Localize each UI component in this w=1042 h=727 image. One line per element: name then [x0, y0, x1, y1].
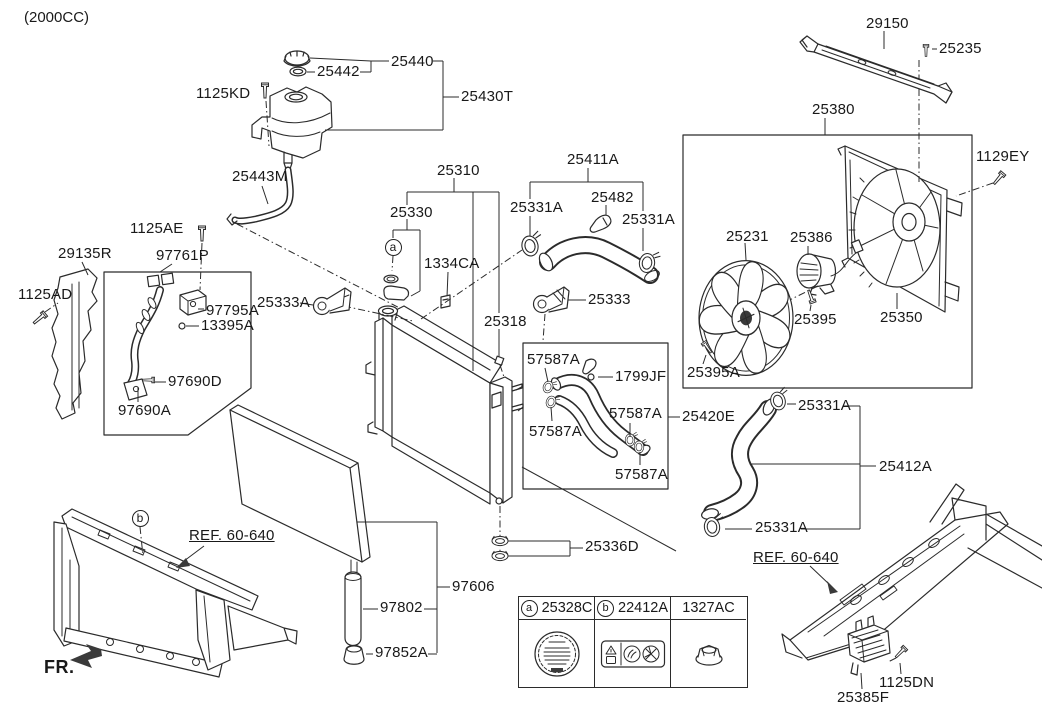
part-label-1125ad-12: 1125AD — [18, 286, 73, 303]
condenser-drawing — [229, 404, 450, 665]
legend-part-number: 1327AC — [682, 600, 735, 616]
part-label-25385f-48: 25385F — [837, 689, 890, 706]
legend-cell-cap-label — [519, 620, 594, 687]
part-label-25411a-22: 25411A — [567, 151, 619, 168]
legend-header-22412a: b 22412A — [595, 597, 670, 620]
callout-b-legend: b — [597, 599, 614, 617]
part-label-fr-49: FR. — [44, 657, 75, 677]
bracket-25333a-drawing — [299, 287, 352, 316]
part-label-57587a-35: 57587A — [609, 405, 662, 422]
callout-b-diagram: b — [131, 509, 149, 527]
part-label-25310-17: 25310 — [437, 162, 480, 179]
part-label-29150-5: 29150 — [866, 15, 909, 32]
part-label-25231-27: 25231 — [726, 228, 769, 245]
upper-hose-drawing — [518, 168, 662, 284]
legend-col-22412a: b 22412A — [594, 597, 670, 687]
legend-part-number: 22412A — [618, 600, 668, 616]
part-label-13395a-14: 13395A — [201, 317, 254, 334]
legend-col-25328c: a 25328C — [519, 597, 594, 687]
flange-nut-icon — [694, 644, 723, 666]
part-label-25350-30: 25350 — [880, 309, 923, 326]
part-label-25318-21: 25318 — [484, 313, 527, 330]
page-title: (2000CC) — [24, 9, 90, 26]
callout-a-diagram: a — [384, 238, 402, 256]
part-label-25420e-37: 25420E — [682, 408, 735, 425]
front-carrier-drawing — [53, 508, 298, 678]
legend-cell-flange-nut — [671, 620, 746, 687]
part-label-25330-18: 25330 — [390, 204, 433, 221]
part-label-97761p-11: 97761P — [156, 247, 209, 264]
part-label-1125ae-9: 1125AE — [130, 220, 184, 237]
part-label-25333a-20: 25333A — [257, 294, 310, 311]
part-label-1334ca-19: 1334CA — [424, 255, 480, 272]
part-label-1125dn-47: 1125DN — [879, 674, 935, 691]
radiator-drawing — [343, 178, 677, 562]
part-label-25331a-25: 25331A — [622, 211, 675, 228]
part-label-25440-1: 25440 — [391, 53, 434, 70]
callout-a-legend: a — [520, 599, 538, 617]
part-label-25235-6: 25235 — [939, 40, 982, 57]
part-label-97852a-44: 97852A — [375, 644, 428, 661]
legend-header-25328c: a 25328C — [519, 597, 594, 620]
part-label-25412a-39: 25412A — [879, 458, 932, 475]
legend-header-1327ac: 1327AC — [671, 597, 746, 620]
part-label-25331a-40: 25331A — [755, 519, 808, 536]
part-label-25430t-2: 25430T — [461, 88, 514, 105]
part-label-25331a-24: 25331A — [510, 199, 563, 216]
part-label-25386-28: 25386 — [790, 229, 833, 246]
part-label-57587a-34: 57587A — [529, 423, 582, 440]
part-label-97795a-13: 97795A — [206, 302, 259, 319]
part-label-25336d-41: 25336D — [585, 538, 639, 555]
part-label-25333-26: 25333 — [588, 291, 631, 308]
part-label-25380-7: 25380 — [812, 101, 855, 118]
part-label-97606-42: 97606 — [452, 578, 495, 595]
legend-table: a 25328C b 22412A — [518, 596, 748, 688]
legend-col-1327ac: 1327AC — [670, 597, 746, 687]
legend-part-number: 25328C — [541, 600, 593, 616]
legend-cell-caution-label — [595, 620, 670, 687]
caution-label-icon — [600, 639, 665, 668]
part-label-97802-43: 97802 — [380, 599, 423, 616]
side-member-drawing — [781, 483, 1042, 690]
cap-label-icon — [533, 630, 580, 677]
part-label-25331a-38: 25331A — [798, 397, 851, 414]
part-label-57587a-36: 57587A — [615, 466, 668, 483]
part-label-ref60640-46: REF. 60-640 — [753, 549, 839, 566]
part-label-29135r-10: 29135R — [58, 245, 112, 262]
part-label-25395a-31: 25395A — [687, 364, 740, 381]
ac-pipe-drawing — [103, 225, 252, 436]
fan-module-drawing — [682, 60, 994, 389]
part-label-97690d-15: 97690D — [168, 373, 222, 390]
part-label-57587a-32: 57587A — [527, 351, 580, 368]
part-label-25443m-4: 25443M — [232, 168, 288, 185]
part-label-1799jf-33: 1799JF — [615, 368, 667, 385]
part-label-25442-0: 25442 — [317, 63, 360, 80]
heater-hoses-drawing — [522, 342, 680, 490]
part-label-25482-23: 25482 — [591, 189, 634, 206]
part-label-1129ey-8: 1129EY — [976, 148, 1030, 165]
bracket-25333-drawing — [532, 286, 586, 342]
part-label-97690a-16: 97690A — [118, 402, 171, 419]
lower-hose-drawing — [701, 386, 876, 538]
reservoir-tank-drawing — [226, 50, 459, 318]
part-label-1125kd-3: 1125KD — [196, 85, 251, 102]
part-label-25395-29: 25395 — [794, 311, 837, 328]
air-guard-drawing — [31, 261, 98, 420]
part-label-ref60640-45: REF. 60-640 — [189, 527, 275, 544]
crossmember-drawing — [799, 31, 1007, 187]
